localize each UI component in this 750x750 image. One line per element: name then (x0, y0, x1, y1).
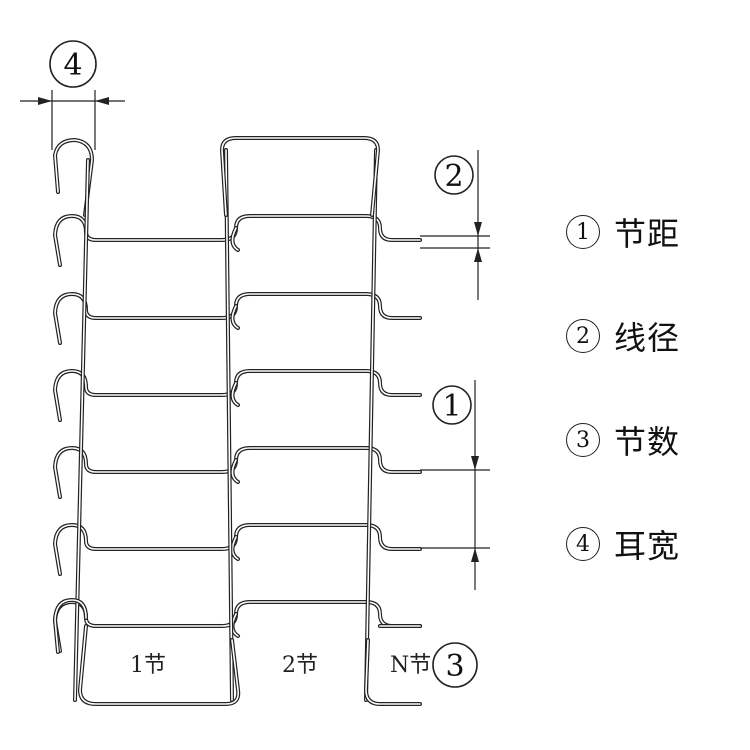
wire-rows (53, 136, 422, 706)
top-loop-highlight (221, 137, 379, 216)
marker-4-circle (49, 40, 97, 88)
legend-text: 线径 (614, 319, 681, 357)
top-ear-hook-highlight (54, 139, 93, 216)
wire-row-1-highlight (54, 215, 421, 266)
marker-2-label: 2 (444, 159, 463, 194)
wire-row-4-knuckle-highlight (231, 459, 239, 483)
legend-item-ear-width: 4 耳宽 (566, 492, 736, 596)
bottom-loop-1-highlight (79, 625, 240, 705)
legend-number: 3 (566, 423, 600, 457)
wire-diameter-dimension: 2 (420, 150, 490, 300)
center-left-spiral-highlight (225, 149, 233, 701)
marker-2-circle (434, 155, 474, 195)
legend-text: 节数 (614, 423, 681, 461)
wire-row-5-knuckle-highlight (231, 536, 239, 560)
legend: 1 节距 2 线径 3 节数 4 耳宽 (566, 180, 736, 596)
legend-item-pitch: 1 节距 (566, 180, 736, 284)
legend-number: 2 (566, 319, 600, 353)
legend-item-segments: 3 节数 (566, 388, 736, 492)
ear-width-dimension: 4 (20, 40, 125, 150)
wire-row-4-highlight (54, 447, 421, 498)
top-loop (220, 136, 380, 217)
center-right-spiral-highlight (365, 149, 377, 701)
segment-label-n: N节 (390, 653, 431, 678)
wire-row-2-knuckle-highlight (231, 305, 239, 329)
wire-row-3-highlight (54, 370, 421, 421)
marker-3-circle (432, 642, 478, 688)
legend-number: 4 (566, 527, 600, 561)
segment-label-1: 1节 (130, 653, 166, 678)
marker-1-circle (432, 385, 472, 425)
bottom-ear-hook-highlight (54, 599, 87, 653)
marker-4-label: 4 (63, 48, 82, 83)
marker-1-label: 1 (442, 389, 461, 424)
left-spiral-highlight (74, 159, 89, 701)
wire-row-3-knuckle-highlight (231, 382, 239, 406)
wire-row-2-highlight (54, 293, 421, 344)
wire-row-1-knuckle-highlight (231, 227, 239, 251)
legend-number: 1 (566, 215, 600, 249)
legend-item-wire-diameter: 2 线径 (566, 284, 736, 388)
bottom-loop-n-highlight (365, 639, 421, 705)
segment-label-2: 2节 (282, 653, 318, 678)
legend-text: 节距 (614, 215, 681, 253)
wire-row-5-highlight (54, 524, 421, 575)
pitch-dimension: 1 (420, 380, 490, 590)
legend-text: 耳宽 (614, 527, 681, 565)
marker-3-label: 3 (445, 649, 464, 684)
